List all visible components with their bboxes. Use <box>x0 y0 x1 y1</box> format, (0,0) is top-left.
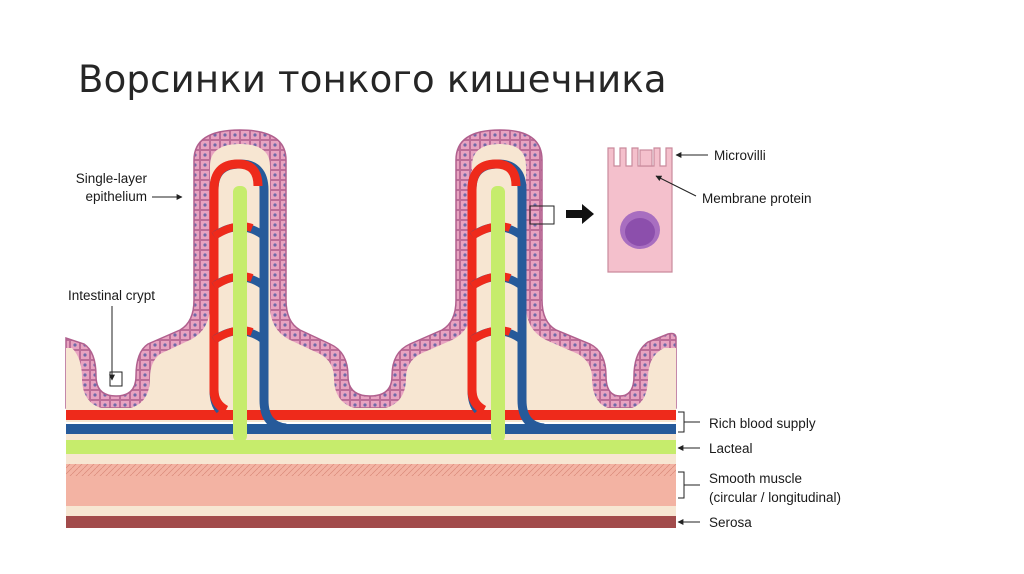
zoom-marker <box>529 205 555 225</box>
villus-1-vessels <box>209 159 287 442</box>
slide-title: Ворсинки тонкого кишечника <box>78 58 667 101</box>
label-smooth-muscle-1: Smooth muscle <box>709 471 802 486</box>
label-epithelium-2: epithelium <box>85 189 147 204</box>
circular-muscle <box>66 464 676 476</box>
vein-layer <box>66 424 676 434</box>
zoom-arrow-icon <box>566 204 594 224</box>
villi-epithelium <box>65 129 677 410</box>
serosa-layer <box>66 516 676 528</box>
villus-2-vessels <box>467 159 545 442</box>
label-lacteal: Lacteal <box>709 441 753 456</box>
label-microvilli: Microvilli <box>714 148 766 163</box>
artery-layer <box>66 410 676 420</box>
annotation-lines <box>109 152 708 525</box>
label-intestinal-crypt: Intestinal crypt <box>68 288 155 303</box>
label-blood-supply: Rich blood supply <box>709 416 816 431</box>
longitudinal-muscle <box>66 476 676 506</box>
label-membrane-protein: Membrane protein <box>702 191 812 206</box>
label-smooth-muscle-2: (circular / longitudinal) <box>709 490 841 505</box>
label-serosa: Serosa <box>709 515 752 530</box>
label-epithelium-1: Single-layer <box>76 171 148 186</box>
lacteal-layer <box>66 440 676 454</box>
enterocyte-cell <box>607 147 673 273</box>
